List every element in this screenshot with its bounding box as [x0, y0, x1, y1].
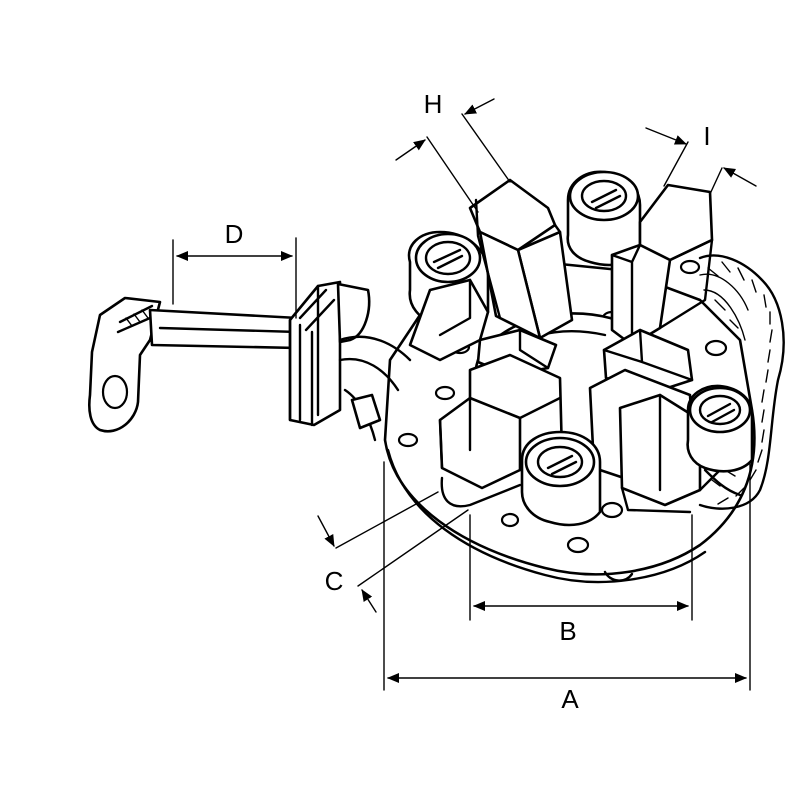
spring-bottom-center — [520, 430, 602, 527]
dimension-b-label: B — [559, 616, 576, 646]
dimension-i: I — [645, 121, 757, 195]
dimension-a: A — [383, 461, 751, 714]
brush-top-left — [468, 178, 574, 340]
dimension-c: C — [317, 491, 469, 613]
spring-right — [686, 384, 754, 473]
lead-wire-terminal — [88, 280, 412, 442]
dimension-c-label: C — [325, 566, 344, 596]
dimension-h-label: H — [424, 89, 443, 119]
dimension-i-label: I — [703, 121, 710, 151]
dimension-a-label: A — [561, 684, 579, 714]
dimension-b: B — [469, 514, 693, 646]
brush-top-right — [610, 183, 714, 347]
dimension-h: H — [395, 89, 511, 213]
brush-bottom-right — [588, 368, 722, 514]
spring-top-center — [566, 170, 642, 267]
dimension-d-label: D — [225, 219, 244, 249]
dimension-d: D — [172, 219, 297, 319]
